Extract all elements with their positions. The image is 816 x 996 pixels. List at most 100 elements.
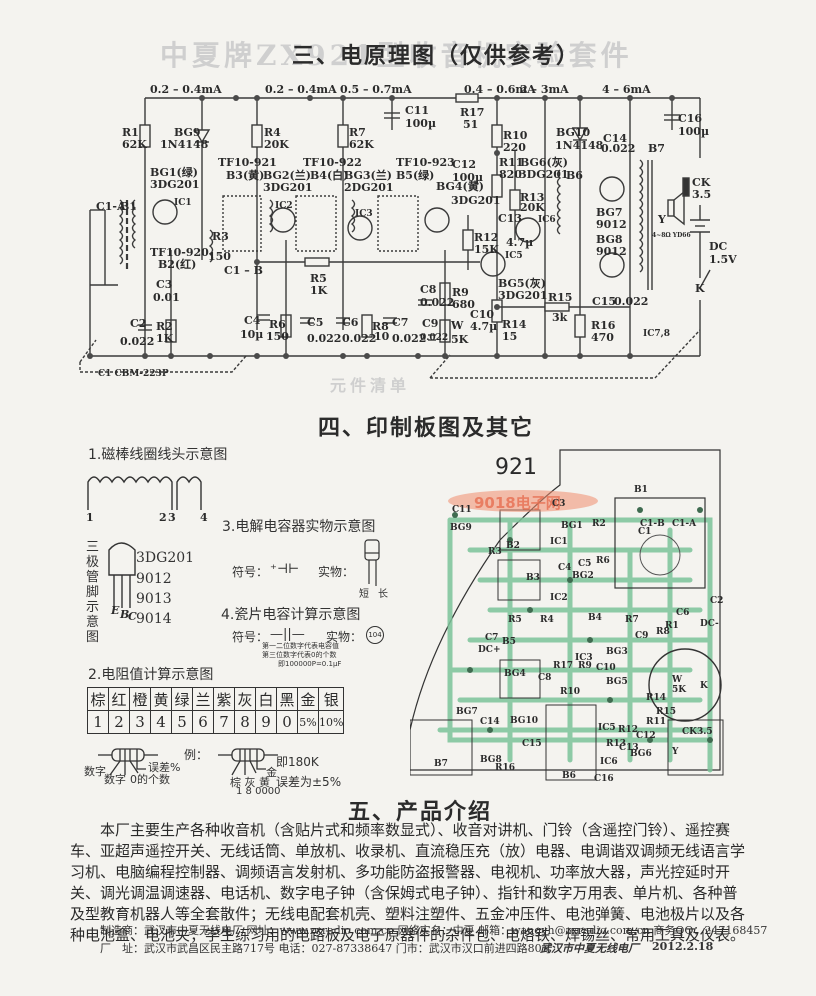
r7-label: R7 [349, 126, 366, 139]
r6-value: 150 [266, 330, 289, 343]
pcb-label: BG7 [456, 707, 478, 717]
speaker-value: 4~8Ω YD66 [652, 232, 691, 239]
c6-value: 0.022 [342, 332, 377, 345]
electrolytic-title: 3.电解电容器实物示意图 [222, 519, 376, 535]
c8-value: 0.022 [420, 296, 455, 309]
footer-signature: 武汉市中夏无线电厂 [540, 942, 639, 955]
transistor-model-3: 9013 [136, 591, 172, 607]
pcb-label: R13 [606, 739, 627, 749]
pcb-label: C8 [538, 673, 552, 683]
bg4-label: BG4(黄) [436, 180, 484, 193]
color-cell: 绿 [171, 687, 193, 711]
dc-label: DC [709, 240, 728, 253]
short-lead-label: 短 [359, 589, 369, 600]
pcb-label: B1 [634, 485, 648, 495]
pcb-label: 5K [672, 685, 687, 695]
pcb-label: B4 [588, 613, 602, 623]
r8-label: R8 [372, 320, 389, 333]
r3-label: R3 [212, 230, 229, 243]
r10-value: 220 [503, 141, 526, 154]
r2-label: R2 [156, 320, 173, 333]
example-digits: 1 8 0000 [236, 786, 281, 797]
example-bands: 棕 灰 黄 [230, 776, 270, 789]
c1-cbm-label: C1 CBM-223P [98, 369, 169, 379]
r9-label: R9 [452, 286, 469, 299]
transistor-side-label: 三极管脚示意图 [86, 540, 100, 645]
pcb-label: CK3.5 [682, 727, 713, 737]
r6-label: R6 [269, 318, 286, 331]
ceramic-note-1: 第一二位数字代表电容值 [262, 642, 339, 650]
c9-label: C9 [422, 317, 439, 330]
pcb-label: BG5 [606, 677, 628, 687]
current-label-3: 0.5 – 0.7mA [340, 83, 412, 96]
color-cell: 白 [255, 687, 277, 711]
tf922-label: TF10-922 [303, 156, 362, 169]
ceramic-symbol-label: 符号： [232, 630, 269, 644]
ic3-label: IC3 [355, 209, 373, 219]
pcb-label: B6 [562, 771, 576, 781]
circuit-schematic [79, 93, 711, 379]
c9-value: 0.022 [420, 333, 449, 343]
color-cell: 兰 [192, 687, 214, 711]
c7-value: 0.022 [392, 332, 427, 345]
r17-value: 51 [463, 118, 479, 131]
r11-value: 820 [499, 168, 522, 181]
watermark-text: 9018电子网 [474, 494, 561, 512]
color-cell: 紫 [213, 687, 235, 711]
pcb-label: R4 [540, 615, 554, 625]
ck-value: 3.5 [692, 188, 712, 201]
switch-k-label: K [695, 282, 705, 295]
bg9-label: BG9 [174, 126, 201, 139]
r9-value: 680 [452, 298, 475, 311]
c4-value: 10µ [240, 328, 264, 341]
dc-value: 1.5V [709, 253, 737, 266]
b4-label: B4(白) [310, 169, 349, 182]
pcb-label: BG9 [450, 523, 472, 533]
bg7-label: BG7 [596, 206, 623, 219]
ic2-label: IC2 [275, 201, 293, 211]
color-cell: 橙 [129, 687, 151, 711]
c16-label: C16 [678, 112, 703, 125]
c13-label: C13 [498, 212, 523, 225]
bg5-label: BG5(灰) [498, 277, 546, 290]
r8-value: 10 [374, 330, 390, 343]
pcb-label: R1 [665, 621, 679, 631]
pcb-label: R5 [508, 615, 522, 625]
bg1-label: BG1(绿) [150, 166, 198, 179]
pcb-label: C11 [452, 505, 472, 515]
c14-label: C14 [603, 132, 628, 145]
color-cell: 黑 [276, 687, 298, 711]
ceramic-capacitor-icon: 104 [366, 626, 384, 644]
bg6-label: BG6(灰) [520, 156, 568, 169]
ceramic-title: 4.瓷片电容计算示意图 [221, 607, 361, 623]
r2-value: 1K [156, 332, 174, 345]
r12-value: 15K [474, 243, 499, 256]
ghost-section-text: 元件清单 [330, 376, 411, 395]
pcb-label: B2 [506, 541, 520, 551]
pcb-label: C4 [558, 563, 572, 573]
c1a-label: C1-A [96, 200, 126, 213]
ceramic-symbol-icon: —||— [270, 627, 305, 642]
pcb-label: C3 [552, 499, 566, 509]
legend-zeros: 0的个数 [130, 773, 170, 786]
color-cell: 黄 [150, 687, 172, 711]
pcb-label: C15 [522, 739, 542, 749]
pin-e: E [111, 604, 120, 617]
resistor-title: 2.电阻值计算示意图 [88, 667, 214, 683]
pot-w-label: W [451, 319, 464, 332]
bg1-value: 3DG201 [150, 178, 200, 191]
value-cell: 9 [255, 710, 277, 734]
legend-digit2: 数字 [104, 773, 126, 786]
pcb-label: C7 [485, 633, 499, 643]
r13-label: R13 [520, 191, 545, 204]
r15-label: R15 [548, 291, 573, 304]
pcb-label: R9 [578, 661, 592, 671]
pcb-layout-diagram: 9018电子网 921 C11 BG9 B2 R3 C3 BG1 IC1 R2 … [410, 440, 725, 785]
ghost-header-text: 中夏牌ZX921型收音机实验套件 [160, 39, 633, 72]
value-cell: 5% [297, 710, 319, 734]
value-cell: 5 [171, 710, 193, 734]
r16-label: R16 [591, 319, 616, 332]
color-cell: 灰 [234, 687, 256, 711]
pcb-label: R17 [553, 661, 574, 671]
bg7-value: 9012 [596, 218, 627, 231]
